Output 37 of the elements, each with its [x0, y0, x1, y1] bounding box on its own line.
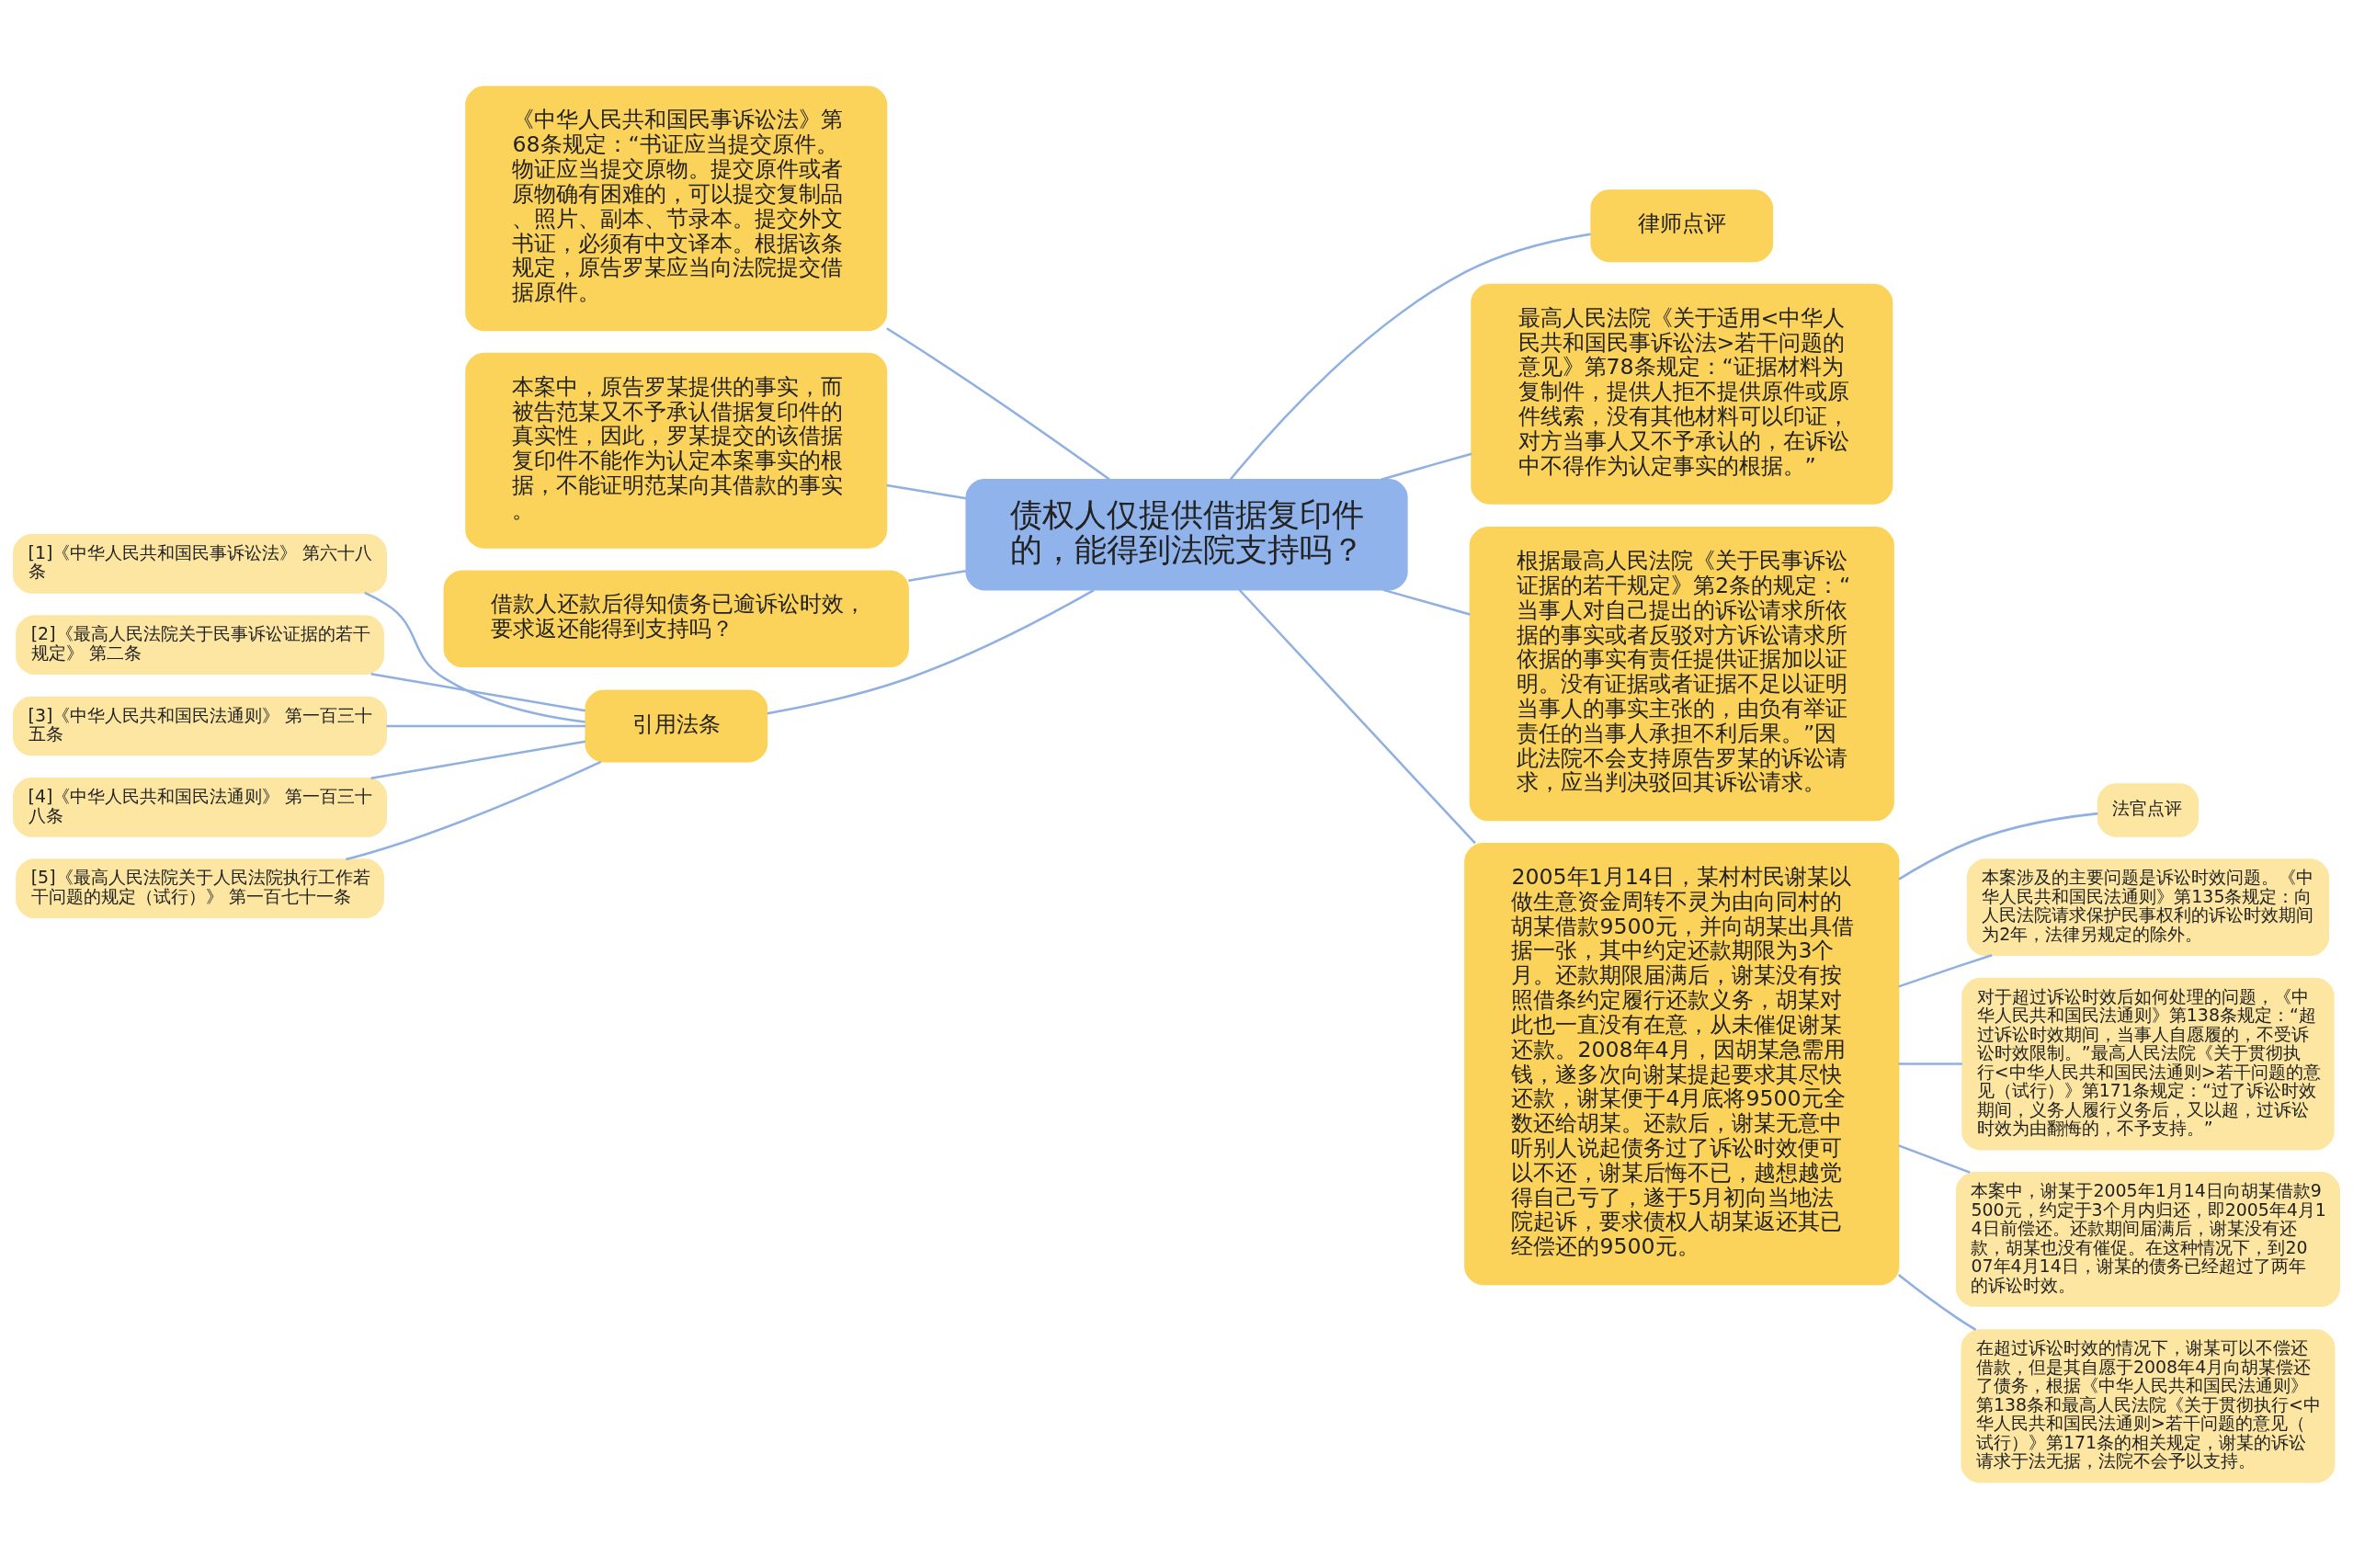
connector [886, 483, 967, 500]
node-box: [1]《中华人民共和国民事诉讼法》 第六十八条 [13, 533, 388, 594]
connector [1382, 588, 1471, 616]
node-box: 本案中，原告罗某提供的事实，而被告范某又不予承认借据复印件的真实性，因此，罗某提交的该借据复印件不能作为认定本案事实的根据，不能证明范某向其借款的事实。 [465, 352, 888, 549]
node-box: 法官点评 [2097, 782, 2200, 837]
node-box: 根据最高人民法院《关于民事诉讼证据的若干规定》第2条的规定：“当事人对自己提出的诉讼请求所依据的事实或者反驳对方诉讼请求所依据的事实有责任提供证据加以证明。没有证据或者证据不足以证明当事人的事实主张的，由负有举证责任的当事人承担不利后果。”因此法院不会支持原告罗某的诉讼请求，应当判决驳回其诉讼请求。 [1469, 526, 1894, 821]
connector [908, 569, 967, 582]
node-box: [3]《中华人民共和国民法通则》 第一百三十五条 [13, 696, 388, 756]
node-box: 律师点评 [1590, 188, 1774, 262]
connector [1898, 812, 2098, 881]
connector [370, 672, 586, 712]
connector [767, 588, 1095, 714]
connector [1898, 1143, 1971, 1174]
node-box: [4]《中华人民共和国民法通则》 第一百三十八条 [13, 777, 388, 837]
connector [364, 591, 585, 723]
connector [886, 326, 1110, 481]
node-box: 2005年1月14日，某村村民谢某以做生意资金周转不灵为由向同村的胡某借款9500元，并向胡某出具借据一张，其中约定还款期限为3个月。还款期限届满后，谢某没有按照借条约定履行还款义务，胡某对此也一直没有在意，从未催促谢某还款。2008年4月，因胡某急需用钱，遂多次向谢某提起要求其尽快还款，谢某便于4月底将9500元全数还给胡某。还款后，谢某无意中听别人说起债务过了诉讼时效便可以不还，谢某后悔不已，越想越觉得自己亏了，遂于5月初向当地法院起诉，要求债权人胡某返还其已经偿还的9500元。 [1464, 842, 1900, 1285]
node-box: 债权人仅提供借据复印件的，能得到法院支持吗？ [965, 478, 1408, 590]
connector [1898, 953, 1993, 988]
node-box: 本案涉及的主要问题是诉讼时效问题。《中华人民共和国民法通则》第135条规定：向人民法院请求保护民事权利的诉讼时效期间为2年，法律另规定的除外。 [1966, 858, 2330, 956]
node-box: 对于超过诉讼时效后如何处理的问题，《中华人民共和国民法通则》第138条规定：“超过诉讼时效期间，当事人自愿履的，不受诉讼时效限制。”最高人民法院《关于贯彻执行<中华人民共和国民法通则>若干问题的意见（试行）》第171条规定：“过了诉讼时效期间，义务人履行义务后，又以超，过诉讼时效为由翻悔的，不予支持。” [1961, 977, 2335, 1150]
node-box: 引用法条 [585, 689, 768, 762]
connector [346, 760, 602, 860]
connector [1898, 1062, 1962, 1065]
node-box: 本案中，谢某于2005年1月14日向胡某借款9500元，约定于3个月内归还，即2005年4月14日前偿还。还款期间届满后，谢某没有还款，胡某也没有催促。在这种情况下，到2007年4月14日，谢某的债务已经超过了两年的诉讼时效。 [1955, 1171, 2340, 1307]
connector [370, 739, 586, 779]
node-box: 在超过诉讼时效的情况下，谢某可以不偿还借款，但是其自愿于2008年4月向胡某偿还了债务，根据《中华人民共和国民法通则》第138条和最高人民法院《关于贯彻执行<中华人民共和国民法通则>若干问题的意见（试行）》第171条的相关规定，谢某的诉讼请求于法无据，法院不会予以支持。 [1961, 1328, 2336, 1483]
connector [1238, 588, 1476, 844]
node-box: 借款人还款后得知债务已逾诉讼时效，要求返还能得到支持吗？ [443, 569, 909, 667]
node-box: [5]《最高人民法院关于人民法院执行工作若干问题的规定（试行）》 第一百七十一条 [16, 858, 384, 918]
node-box: 最高人民法院《关于适用<中华人民共和国民事诉讼法>若干问题的意见》第78条规定：“证据材料为复制件，提供人拒不提供原件或原件线索，没有其他材料可以印证，对方当事人又不予承认的，在诉讼中不得作为认定事实的根据。” [1471, 283, 1893, 505]
connector [1381, 451, 1472, 481]
node-box: [2]《最高人民法院关于民事诉讼证据的若干规定》 第二条 [16, 614, 384, 675]
connector [1229, 232, 1591, 480]
connector [1897, 1273, 1977, 1331]
connector [386, 724, 586, 727]
node-box: 《中华人民共和国民事诉讼法》第68条规定：“书证应当提交原件。物证应当提交原物。提交原件或者原物确有困难的，可以提交复制品、照片、副本、节录本。提交外文书证，必须有中文译本。根据该条规定，原告罗某应当向法院提交借据原件。 [465, 85, 888, 331]
